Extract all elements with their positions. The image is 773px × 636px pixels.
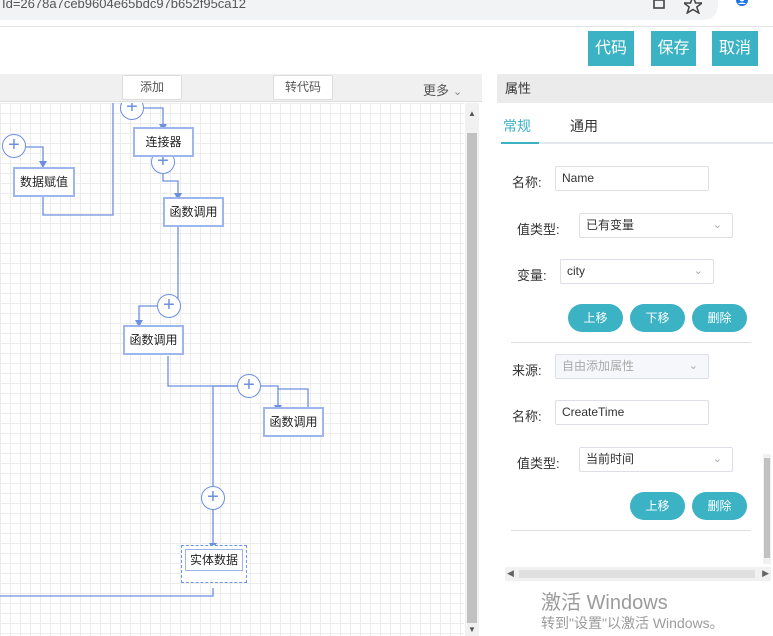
flow-node-data-assign[interactable]: 数据赋值 <box>13 167 75 197</box>
arrow-head <box>135 320 143 327</box>
name-label: 名称: <box>512 409 542 424</box>
chevron-down-icon: ⌄ <box>693 265 703 277</box>
name-label: 名称: <box>512 175 542 190</box>
edge-line <box>26 146 44 163</box>
profile-icon[interactable] <box>733 0 751 14</box>
edge-line <box>261 385 279 407</box>
scroll-down-icon[interactable]: ▼ <box>468 625 476 634</box>
edge-line <box>212 385 237 486</box>
edge-line <box>42 103 114 216</box>
chevron-down-icon: ⌄ <box>712 453 722 465</box>
more-label: 更多 <box>423 83 450 98</box>
section-divider <box>511 342 751 343</box>
move-up-button[interactable]: 上移 <box>630 492 685 520</box>
arrow-head <box>174 193 182 200</box>
add-node-plus-icon[interactable]: + <box>237 374 261 398</box>
edge-line <box>167 356 237 387</box>
panel-scrollbar[interactable] <box>763 454 771 564</box>
url-text: Id=2678a7ceb9604e65bdc97b652f95ca12 <box>2 0 246 11</box>
delete-button[interactable]: 删除 <box>692 492 747 520</box>
chevron-down-icon: ⌄ <box>712 219 722 231</box>
star-icon[interactable] <box>684 0 702 14</box>
connector-lines <box>0 103 309 597</box>
add-node-plus-icon[interactable]: + <box>2 134 26 158</box>
code-button[interactable]: 代码 <box>588 31 634 66</box>
flow-node-connector[interactable]: 连接器 <box>133 127 194 157</box>
panel-horizontal-scrollbar[interactable]: ◀ ▶ <box>505 567 771 581</box>
scrollbar-thumb[interactable] <box>764 458 770 558</box>
value-type-select[interactable]: 当前时间 ⌄ <box>579 447 733 472</box>
variable-label: 变量: <box>517 268 547 283</box>
browser-bar: Id=2678a7ceb9604e65bdc97b652f95ca12 <box>0 0 773 26</box>
flow-node-entity-data[interactable]: 实体数据 <box>181 545 247 583</box>
edge-line <box>162 173 179 195</box>
canvas-scrollbar[interactable]: ▲ ▼ <box>465 103 479 636</box>
flow-node-function-call[interactable]: 函数调用 <box>163 197 224 227</box>
activation-watermark-title: 激活 Windows <box>541 592 668 614</box>
section-divider <box>511 530 751 531</box>
add-node-plus-icon[interactable]: + <box>201 486 225 510</box>
chevron-down-icon: ⌄ <box>453 86 463 98</box>
add-node-plus-icon[interactable]: + <box>157 294 181 318</box>
flow-node-function-call[interactable]: 函数调用 <box>263 407 324 437</box>
tab-underline <box>501 142 773 144</box>
move-up-button[interactable]: 上移 <box>568 304 623 332</box>
active-tab-indicator <box>501 142 539 144</box>
move-down-button[interactable]: 下移 <box>630 304 685 332</box>
entity-node-label: 实体数据 <box>185 549 243 571</box>
value-type-label: 值类型: <box>517 222 560 237</box>
source-placeholder: 自由添加属性 <box>562 359 635 373</box>
canvas-grid[interactable]: + + + + + + 数据赋值 连接器 函数调用 函数调用 函数调用 实体数据 <box>0 103 464 636</box>
canvas-toolbar: 添加 转代码 更多⌄ <box>0 74 482 102</box>
scrollbar-thumb[interactable] <box>519 570 755 578</box>
tab-common[interactable]: 通用 <box>570 118 598 134</box>
scroll-right-icon[interactable]: ▶ <box>762 568 769 578</box>
address-bar[interactable]: Id=2678a7ceb9604e65bdc97b652f95ca12 <box>0 0 718 20</box>
name-field[interactable]: Name <box>555 166 709 191</box>
to-code-button[interactable]: 转代码 <box>273 75 333 100</box>
value-type-selected: 已有变量 <box>586 218 635 232</box>
flow-canvas: 添加 转代码 更多⌄ <box>0 74 482 636</box>
panel-title: 属性 <box>497 74 773 103</box>
edge-line <box>138 305 158 323</box>
value-type-label: 值类型: <box>517 456 560 471</box>
panel-body: 名称: Name 值类型: 已有变量 ⌄ 变量: city ⌄ 上移 下移 删除… <box>501 144 767 569</box>
property-panel: 属性 常规 通用 名称: Name 值类型: 已有变量 ⌄ 变量: city ⌄… <box>497 74 773 636</box>
delete-button[interactable]: 删除 <box>692 304 747 332</box>
variable-select[interactable]: city ⌄ <box>560 259 714 284</box>
edge-line <box>144 107 164 126</box>
flow-node-function-call[interactable]: 函数调用 <box>123 325 184 355</box>
cancel-button[interactable]: 取消 <box>712 31 758 66</box>
activation-watermark-subtitle: 转到"设置"以激活 Windows。 <box>541 615 724 631</box>
edge-line <box>0 588 214 597</box>
edge-line <box>278 388 309 407</box>
value-type-selected: 当前时间 <box>586 452 635 466</box>
scrollbar-thumb[interactable] <box>467 133 477 623</box>
name-field[interactable]: CreateTime <box>555 400 709 425</box>
header-divider <box>0 26 773 27</box>
value-type-select[interactable]: 已有变量 ⌄ <box>579 213 733 238</box>
tab-general[interactable]: 常规 <box>503 118 531 134</box>
source-label: 来源: <box>512 363 542 378</box>
more-dropdown[interactable]: 更多⌄ <box>423 80 462 99</box>
chevron-down-icon: ⌄ <box>688 360 698 372</box>
add-button[interactable]: 添加 <box>122 75 182 100</box>
scroll-up-icon[interactable]: ▲ <box>468 109 476 118</box>
variable-selected: city <box>567 264 585 278</box>
source-select: 自由添加属性 ⌄ <box>555 354 709 379</box>
save-button[interactable]: 保存 <box>651 31 696 66</box>
arrow-head <box>39 161 47 168</box>
bookmark-icon[interactable] <box>650 0 668 14</box>
scroll-left-icon[interactable]: ◀ <box>507 568 514 578</box>
